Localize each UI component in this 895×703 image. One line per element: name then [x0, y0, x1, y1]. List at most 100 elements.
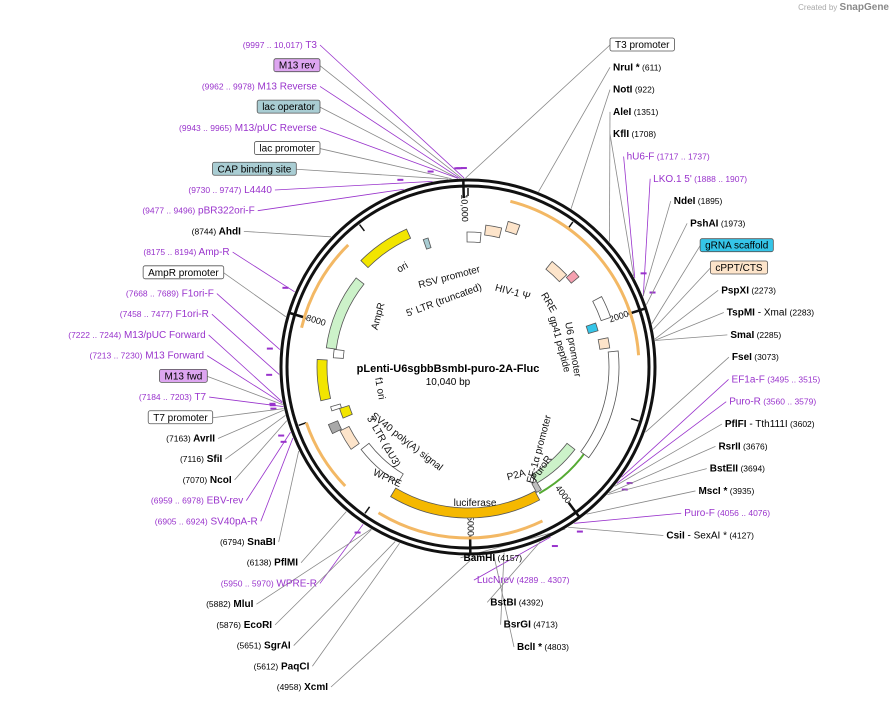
site-box[interactable]: gRNA scaffold — [699, 238, 774, 253]
site-enzyme[interactable]: KflI (1708) — [613, 129, 656, 140]
site-enzyme[interactable]: (7163) AvrII — [166, 433, 215, 444]
feature-arc[interactable] — [339, 425, 360, 450]
site-box[interactable]: AmpR promoter — [142, 265, 225, 280]
site-box[interactable]: T7 promoter — [147, 410, 214, 425]
site-enzyme[interactable]: (4958) XcmI — [277, 682, 328, 693]
site-enzyme[interactable]: (7116) SfiI — [180, 454, 223, 465]
site-coords: (9962 .. 9978) — [202, 81, 255, 91]
site-primer[interactable]: LucNrev (4289 .. 4307) — [477, 575, 570, 586]
feature-arc[interactable] — [422, 237, 432, 250]
site-enzyme[interactable]: MscI * (3935) — [698, 486, 754, 497]
site-coords: (6794) — [220, 537, 245, 547]
feature-box-label: lac operator — [262, 102, 315, 113]
site-primer[interactable]: (7668 .. 7689) F1ori-F — [126, 289, 214, 300]
site-name: Puro-F — [684, 508, 715, 519]
site-enzyme[interactable]: (6138) PflMI — [247, 558, 298, 569]
site-primer[interactable]: (9730 .. 9747) L4440 — [188, 185, 272, 196]
feature-arc[interactable] — [360, 442, 404, 484]
feature-arc[interactable] — [484, 224, 503, 239]
site-primer[interactable]: (7213 .. 7230) M13 Forward — [90, 351, 205, 362]
site-enzyme[interactable]: (5876) EcoRI — [216, 620, 272, 631]
site-enzyme[interactable]: AleI (1351) — [613, 107, 658, 118]
site-box[interactable]: cPPT/CTS — [709, 260, 769, 275]
site-primer[interactable]: (8175 .. 8194) Amp-R — [143, 247, 229, 258]
site-box[interactable]: lac operator — [256, 99, 321, 114]
site-enzyme[interactable]: NdeI (1895) — [674, 196, 723, 207]
site-box[interactable]: M13 fwd — [159, 368, 208, 383]
feature-arc[interactable] — [580, 350, 620, 459]
feature-arc[interactable] — [592, 296, 612, 322]
site-enzyme[interactable]: FseI (3073) — [732, 352, 779, 363]
feature-arc[interactable] — [466, 231, 482, 244]
site-enzyme[interactable]: BstBI (4392) — [490, 597, 543, 608]
site-primer[interactable]: (9962 .. 9978) M13 Reverse — [202, 81, 318, 92]
site-primer[interactable]: (7184 .. 7203) T7 — [139, 392, 207, 403]
wpre-arc — [304, 422, 347, 488]
site-enzyme[interactable]: (7070) NcoI — [183, 475, 232, 486]
site-primer[interactable]: (7222 .. 7244) M13/pUC Forward — [68, 330, 205, 341]
site-enzyme[interactable]: SmaI (2285) — [730, 330, 781, 341]
feature-arc[interactable] — [330, 403, 342, 412]
site-box[interactable]: lac promoter — [254, 141, 321, 155]
feature-arc[interactable] — [504, 220, 521, 236]
site-enzyme[interactable]: (5882) MluI — [206, 599, 254, 610]
site-enzyme[interactable]: (5651) SgrAI — [237, 641, 291, 652]
site-primer[interactable]: (7458 .. 7477) F1ori-R — [120, 309, 209, 320]
feature-arc[interactable] — [390, 487, 541, 519]
feature-arc[interactable] — [332, 348, 345, 359]
site-enzyme[interactable]: BclI * (4803) — [517, 642, 569, 653]
site-name: T3 — [303, 40, 318, 51]
site-enzyme[interactable]: PflFI - Tth111I (3602) — [725, 419, 815, 430]
site-enzyme[interactable]: BsrGI (4713) — [504, 620, 558, 631]
feature-arc[interactable] — [585, 322, 599, 334]
site-primer[interactable]: hU6-F (1717 .. 1737) — [627, 151, 710, 162]
site-box[interactable]: T3 promoter — [609, 37, 675, 52]
site-enzyme[interactable]: (6794) SnaBI — [220, 537, 276, 548]
site-primer[interactable]: (6959 .. 6978) EBV-rev — [151, 496, 243, 507]
site-name: MscI * — [698, 486, 727, 497]
feature-arc[interactable] — [327, 420, 342, 435]
site-primer[interactable]: Puro-F (4056 .. 4076) — [684, 508, 770, 519]
site-enzyme[interactable]: BstEII (3694) — [710, 464, 765, 475]
leader-line — [232, 251, 295, 293]
backbone-ring — [279, 178, 657, 556]
site-primer[interactable]: LKO.1 5' (1888 .. 1907) — [653, 174, 747, 185]
site-enzyme[interactable]: (5612) PaqCI — [254, 661, 310, 672]
site-enzyme[interactable]: NruI * (611) — [613, 62, 661, 73]
site-enzyme[interactable]: PspXI (2273) — [721, 285, 776, 296]
site-coords: (3560 .. 3579) — [761, 397, 816, 407]
leader-line — [465, 44, 611, 179]
site-name: FseI — [732, 352, 752, 363]
feature-arc[interactable] — [325, 277, 365, 350]
site-primer[interactable]: (9997 .. 10,017) T3 — [243, 40, 318, 51]
feature-box — [709, 260, 769, 275]
feature-arc[interactable] — [565, 270, 580, 284]
site-primer[interactable]: Puro-R (3560 .. 3579) — [729, 397, 816, 408]
site-primer[interactable]: (9477 .. 9496) pBR322ori-F — [142, 206, 254, 217]
feature-box-label: T7 promoter — [153, 413, 208, 424]
leader-line — [319, 127, 458, 179]
site-enzyme[interactable]: NotI (922) — [613, 85, 655, 96]
site-enzyme[interactable]: TspMI - XmaI (2283) — [727, 308, 814, 319]
site-labels[interactable]: (9997 .. 10,017) T3 M13 rev (9962 .. 9978)… — [68, 37, 821, 693]
site-enzyme[interactable]: BamHI (4157) — [463, 553, 522, 564]
site-box[interactable]: M13 rev — [273, 58, 321, 73]
site-primer[interactable]: (9943 .. 9965) M13/pUC Reverse — [179, 123, 317, 134]
site-primer[interactable]: (5950 .. 5970) WPRE-R — [221, 578, 317, 589]
feature-arc[interactable] — [531, 480, 542, 493]
site-name: SV40pA-R — [208, 516, 258, 527]
site-label: BamHI (4157) — [463, 553, 522, 564]
feature-arc[interactable] — [545, 260, 568, 283]
site-box[interactable]: CAP binding site — [212, 161, 297, 176]
site-name: EcoRI — [241, 620, 272, 631]
site-enzyme[interactable]: CsiI - SexAI * (4127) — [666, 531, 754, 542]
feature-arc[interactable] — [360, 228, 412, 269]
site-enzyme[interactable]: RsrII (3676) — [718, 441, 767, 452]
site-enzyme[interactable]: (8744) AhdI — [192, 226, 241, 237]
feature-arc[interactable] — [597, 337, 611, 350]
luc-arc — [377, 511, 544, 540]
site-primer[interactable]: EF1a-F (3495 .. 3515) — [732, 374, 821, 385]
site-enzyme[interactable]: PshAI (1973) — [690, 218, 745, 229]
site-primer[interactable]: (6905 .. 6924) SV40pA-R — [155, 516, 258, 527]
feature-arc[interactable] — [316, 359, 332, 402]
